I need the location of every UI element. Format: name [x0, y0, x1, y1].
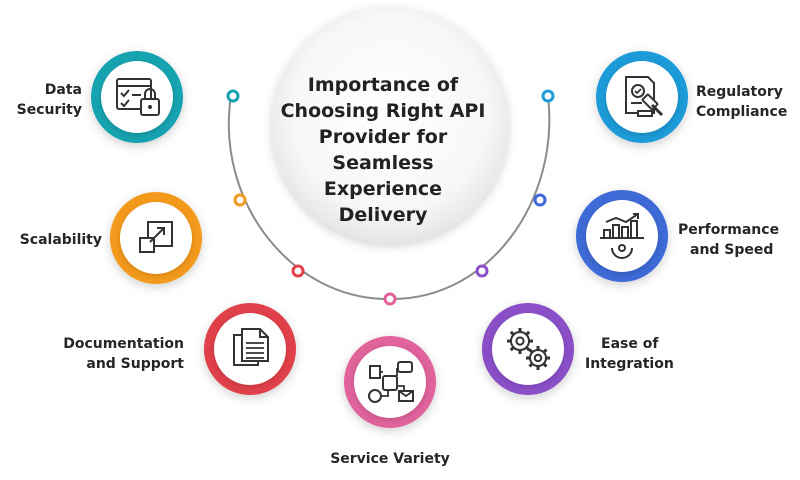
badge-face-service-variety — [354, 346, 426, 418]
arc-dot-data-security — [226, 89, 240, 103]
label-regulatory-compliance: Regulatory Compliance — [696, 82, 796, 122]
label-data-security-line-1: Data — [44, 82, 82, 98]
lock-checklist-icon — [116, 78, 160, 116]
label-documentation-support: Documentation and Support — [60, 334, 184, 374]
label-scalability-line-1: Scalability — [19, 232, 102, 248]
arc-dot-regulatory-compliance — [541, 89, 555, 103]
label-data-security: Data Security — [8, 80, 82, 120]
gavel-document-icon — [625, 76, 664, 117]
center-title-line-1: Importance of — [307, 74, 459, 96]
label-regulatory-compliance-line-1: Regulatory — [696, 84, 783, 100]
workflow-icon — [368, 361, 414, 403]
center-title-line-4: Experience Delivery — [323, 178, 443, 226]
gears-icon — [507, 328, 550, 370]
badge-performance-speed — [576, 190, 668, 282]
label-ease-of-integration: Ease of Integration — [585, 334, 695, 374]
label-service-variety-line-1: Service Variety — [330, 451, 450, 467]
arc-dots — [226, 89, 555, 306]
label-ease-of-integration-line-2: Integration — [585, 356, 674, 372]
label-service-variety: Service Variety — [315, 449, 465, 469]
expand-icon — [139, 221, 173, 253]
label-performance-speed-line-1: Performance — [678, 222, 780, 238]
badge-regulatory-compliance — [596, 51, 688, 143]
arc-dot-documentation-support — [291, 264, 305, 278]
label-documentation-support-line-2: and Support — [86, 356, 184, 372]
label-regulatory-compliance-line-2: Compliance — [696, 104, 788, 120]
badge-documentation-support — [204, 303, 296, 395]
arc-dot-service-variety — [383, 292, 397, 306]
label-performance-speed-line-2: and Speed — [690, 242, 774, 258]
center-title: Importance of Choosing Right API Provide… — [278, 72, 488, 228]
label-performance-speed: Performance and Speed — [678, 220, 788, 260]
arc-dot-scalability — [233, 193, 247, 207]
badge-scalability — [110, 192, 202, 284]
badge-face-scalability — [120, 202, 192, 274]
badge-service-variety — [344, 336, 436, 428]
label-ease-of-integration-line-1: Ease of — [601, 336, 659, 352]
label-scalability: Scalability — [4, 230, 102, 250]
badge-face-data-security — [101, 61, 173, 133]
center-title-line-2: Choosing Right API — [280, 100, 486, 122]
badge-ease-of-integration — [482, 303, 574, 395]
label-data-security-line-2: Security — [16, 102, 82, 118]
badge-data-security — [91, 51, 183, 143]
document-icon — [233, 328, 269, 366]
center-title-line-3: Provider for Seamless — [318, 126, 448, 174]
center-circle — [272, 7, 508, 243]
arc-dot-performance-speed — [533, 193, 547, 207]
label-documentation-support-line-1: Documentation — [63, 336, 184, 352]
badge-face-regulatory-compliance — [606, 61, 678, 133]
arc-dot-ease-of-integration — [475, 264, 489, 278]
bar-chart-gear-icon — [600, 213, 644, 259]
